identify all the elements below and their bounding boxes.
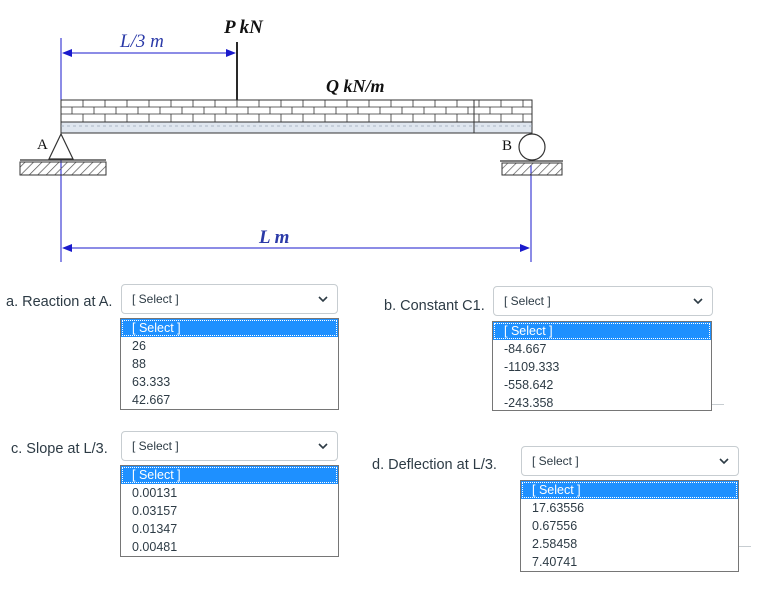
dropdown-option[interactable]: 0.67556 [532, 519, 578, 533]
dropdown-option[interactable]: -1109.333 [504, 360, 560, 374]
beam [60, 121, 533, 134]
dropdown-option[interactable]: [ Select ] [493, 322, 711, 340]
dropdown-option[interactable]: 42.667 [132, 393, 171, 407]
chevron-down-icon [318, 296, 328, 303]
dropdown-option[interactable]: 26 [132, 339, 146, 353]
label-q: Q kN/m [326, 76, 385, 96]
distributed-load [60, 99, 533, 123]
divider [712, 404, 724, 405]
select-value: [ Select ] [132, 439, 179, 453]
question-c-label: c. Slope at L/3. [11, 441, 108, 457]
question-d-label: d. Deflection at L/3. [372, 457, 497, 473]
dropdown-option[interactable]: 0.03157 [132, 504, 178, 518]
roller-support-b [500, 133, 563, 176]
constant-c1-select[interactable]: [ Select ] [493, 286, 713, 316]
dropdown-option[interactable]: -84.667 [504, 342, 547, 356]
deflection-l3-options[interactable]: [ Select ] 17.63556 0.67556 2.58458 7.40741 [520, 480, 739, 572]
dropdown-option[interactable]: 63.333 [132, 375, 171, 389]
reaction-a-select[interactable]: [ Select ] [121, 284, 338, 314]
deflection-l3-select[interactable]: [ Select ] [521, 446, 739, 476]
dropdown-option[interactable]: [ Select ] [121, 319, 338, 337]
dropdown-option[interactable]: 17.63556 [532, 501, 585, 515]
reaction-a-options[interactable]: [ Select ] 26 88 63.333 42.667 [120, 318, 339, 410]
label-p: P kN [223, 17, 264, 38]
label-a: A [37, 137, 48, 153]
label-l: L m [258, 227, 289, 248]
slope-l3-options[interactable]: [ Select ] 0.00131 0.03157 0.01347 0.00481 [120, 465, 339, 557]
label-b: B [502, 138, 512, 154]
select-value: [ Select ] [132, 292, 179, 306]
chevron-down-icon [719, 458, 729, 465]
chevron-down-icon [693, 298, 703, 305]
select-value: [ Select ] [504, 294, 551, 308]
constant-c1-options[interactable]: [ Select ] -84.667 -1109.333 -558.642 -243.3… [492, 321, 712, 411]
slope-l3-select[interactable]: [ Select ] [121, 431, 338, 461]
beam-diagram: L/3 m P kN Q kN/m A B L m [19, 17, 563, 262]
dropdown-option[interactable]: 0.00481 [132, 540, 178, 554]
label-l3: L/3 m [119, 31, 164, 52]
dropdown-option[interactable]: [ Select ] [521, 481, 738, 499]
chevron-down-icon [318, 443, 328, 450]
select-value: [ Select ] [532, 454, 579, 468]
dropdown-option[interactable]: 7.40741 [532, 555, 578, 569]
question-b-label: b. Constant C1. [384, 298, 485, 314]
question-a-label: a. Reaction at A. [6, 294, 113, 310]
dropdown-option[interactable]: [ Select ] [121, 466, 338, 484]
dropdown-option[interactable]: 0.01347 [132, 522, 178, 536]
dropdown-option[interactable]: 2.58458 [532, 537, 578, 551]
dropdown-option[interactable]: 88 [132, 357, 146, 371]
dropdown-option[interactable]: 0.00131 [132, 486, 178, 500]
dropdown-option[interactable]: -558.642 [504, 378, 554, 392]
divider [739, 546, 751, 547]
dropdown-option[interactable]: -243.358 [504, 396, 554, 410]
pin-support-a [19, 132, 107, 176]
